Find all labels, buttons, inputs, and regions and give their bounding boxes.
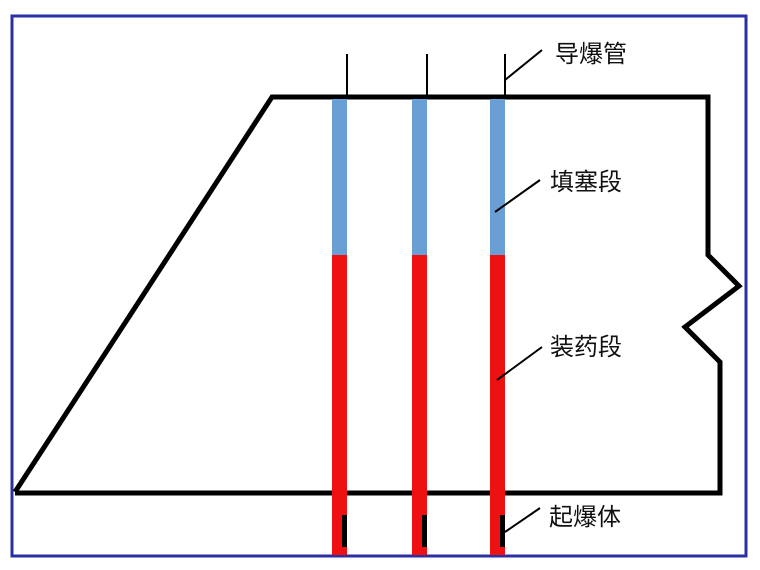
label-stemming-section: 填塞段 [550,168,622,196]
charge-section [490,255,505,555]
leader-detonating-tube [504,49,543,81]
leader-stemming-section [494,179,541,213]
primer-block [422,515,427,547]
diagram-frame [10,14,748,558]
leader-charge-section [496,346,543,381]
label-detonating-tube: 导爆管 [555,40,627,68]
stemming-section [490,99,505,255]
leader-primer [504,507,541,533]
label-primer: 起爆体 [549,503,621,531]
charge-section [412,255,427,555]
borehole-2 [412,54,428,555]
primer-block [342,515,347,547]
charge-section [332,255,347,555]
label-charge-section: 装药段 [550,333,622,361]
stemming-section [412,99,427,255]
stemming-section [332,99,347,255]
borehole-1 [332,54,348,555]
borehole-3 [490,54,506,555]
primer-block [500,515,505,547]
bench-outline [12,94,743,496]
